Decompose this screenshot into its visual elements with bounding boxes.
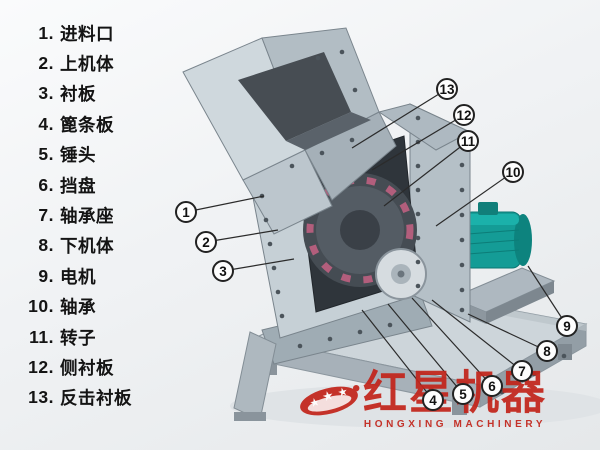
callout-7: 7: [511, 360, 533, 382]
part-number: 12.: [28, 356, 54, 377]
parts-list-item: 13. 反击衬板: [16, 383, 132, 413]
callout-5: 5: [452, 383, 474, 405]
part-label: 轴承座: [60, 206, 114, 227]
part-number: 3.: [38, 83, 54, 104]
bearing-shaft: [375, 248, 427, 300]
callout-6: 6: [481, 375, 503, 397]
parts-list-item: 1. 进料口: [16, 18, 132, 48]
part-number: 2.: [38, 53, 54, 74]
parts-list-item: 7. 轴承座: [16, 200, 132, 230]
brand-name-en: HONGXING MACHINERY: [363, 419, 547, 430]
parts-list: 1. 进料口 2. 上机体 3. 衬板 4. 篦条板 5. 锤头 6. 挡盘 7. 轴承座 8. 下机体 9. 电…: [16, 18, 132, 413]
part-label: 反击衬板: [60, 388, 132, 409]
callout-8: 8: [536, 340, 558, 362]
part-number: 7.: [38, 205, 54, 226]
part-number: 4.: [38, 113, 54, 134]
callout-2: 2: [195, 231, 217, 253]
callout-11: 11: [457, 130, 479, 152]
part-label: 轴承: [60, 297, 96, 318]
parts-list-item: 12. 侧衬板: [16, 352, 132, 382]
parts-list-item: 5. 锤头: [16, 140, 132, 170]
part-number: 10.: [28, 296, 54, 317]
parts-list-item: 6. 挡盘: [16, 170, 132, 200]
part-label: 篦条板: [60, 114, 114, 135]
part-label: 进料口: [60, 23, 114, 44]
parts-list-item: 10. 轴承: [16, 292, 132, 322]
parts-list-item: 11. 转子: [16, 322, 132, 352]
svg-text:★: ★: [336, 385, 349, 400]
callout-1: 1: [175, 201, 197, 223]
svg-text:★: ★: [308, 395, 321, 410]
parts-list-item: 3. 衬板: [16, 79, 132, 109]
part-label: 挡盘: [60, 175, 96, 196]
parts-list-item: 4. 篦条板: [16, 109, 132, 139]
motor: [462, 202, 532, 269]
part-number: 6.: [38, 174, 54, 195]
parts-list-item: 2. 上机体: [16, 48, 132, 78]
parts-list-item: 8. 下机体: [16, 231, 132, 261]
feed-hopper: [182, 27, 380, 181]
part-label: 电机: [60, 266, 96, 287]
callout-9: 9: [556, 315, 578, 337]
part-label: 锤头: [60, 145, 96, 166]
part-label: 侧衬板: [60, 357, 114, 378]
part-label: 转子: [60, 327, 96, 348]
svg-text:★: ★: [321, 388, 336, 405]
callout-13: 13: [436, 78, 458, 100]
callout-4: 4: [422, 389, 444, 411]
part-number: 13.: [28, 387, 54, 408]
part-number: 5.: [38, 144, 54, 165]
callout-10: 10: [502, 161, 524, 183]
part-number: 9.: [38, 265, 54, 286]
part-label: 衬板: [60, 84, 96, 105]
part-label: 上机体: [60, 54, 114, 75]
callout-12: 12: [453, 104, 475, 126]
brand-emblem-icon: ★ ★ ★: [300, 385, 360, 416]
part-number: 11.: [29, 326, 54, 347]
part-label: 下机体: [60, 236, 114, 257]
part-number: 1.: [38, 22, 54, 43]
callout-3: 3: [212, 260, 234, 282]
part-number: 8.: [38, 235, 54, 256]
parts-list-item: 9. 电机: [16, 261, 132, 291]
